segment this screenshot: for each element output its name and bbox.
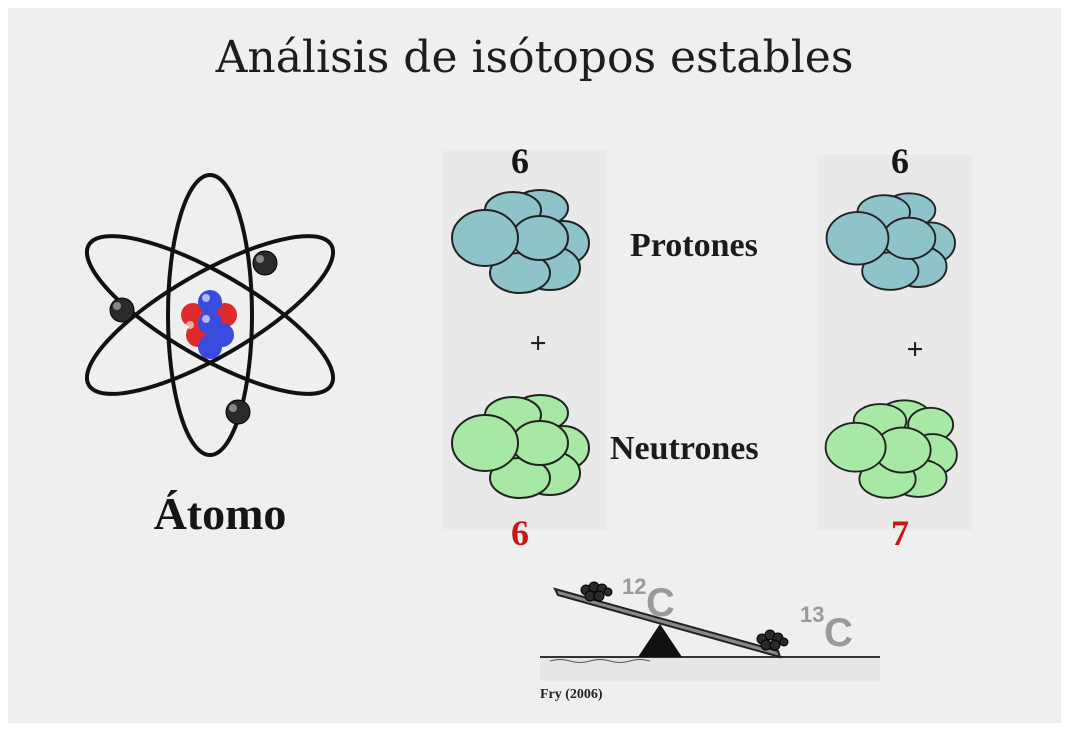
- plus-sign-left: +: [529, 327, 547, 360]
- electron-icon: [225, 399, 251, 425]
- neutron-count-left: 6: [511, 513, 529, 553]
- carbon-13-atom-icon: [756, 629, 789, 651]
- electron-icon: [109, 297, 135, 323]
- electron-icon: [252, 250, 278, 276]
- page-title: Análisis de isótopos estables: [215, 32, 854, 83]
- proton-cluster-right-icon: [825, 192, 956, 291]
- fulcrum-icon: [638, 624, 682, 657]
- carbon-13-mass-label: 13: [800, 602, 824, 627]
- neutron-cluster-left-icon: [451, 394, 590, 499]
- plus-sign-right: +: [906, 333, 924, 366]
- carbon-12-element-label: C: [646, 581, 675, 625]
- atom-label: Átomo: [153, 488, 287, 539]
- proton-count-right: 6: [891, 141, 909, 181]
- citation: Fry (2006): [540, 687, 603, 702]
- proton-count-left: 6: [511, 141, 529, 181]
- proton-cluster-left-icon: [451, 189, 590, 294]
- atom-icon: [84, 173, 336, 457]
- balance-illustration: 12 C 13 C: [540, 574, 880, 681]
- carbon-13-element-label: C: [824, 611, 853, 655]
- protons-label: Protones: [630, 227, 758, 264]
- neutron-count-right: 7: [891, 513, 909, 553]
- carbon-12-mass-label: 12: [622, 574, 646, 599]
- carbon-12-atom-icon: [580, 581, 613, 602]
- nucleus-icon: [181, 290, 237, 359]
- neutrons-label: Neutrones: [610, 430, 759, 467]
- neutron-cluster-right-icon: [824, 399, 958, 499]
